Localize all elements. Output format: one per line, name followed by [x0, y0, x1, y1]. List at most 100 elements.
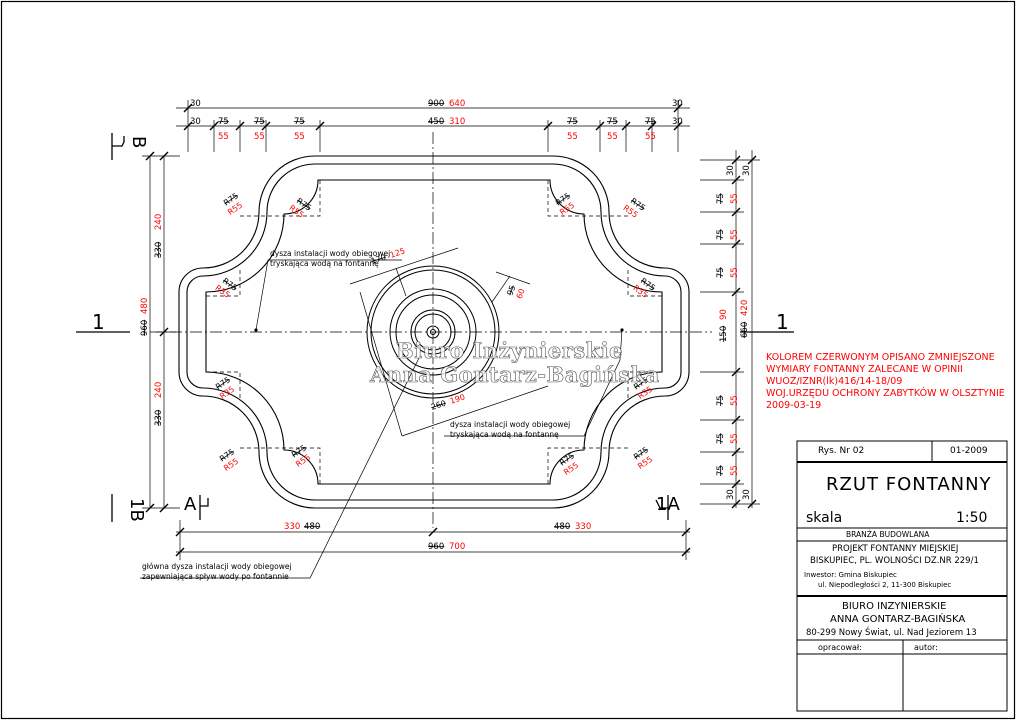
- dim-right-seg5-red: 55: [730, 433, 740, 444]
- top-dimensions: [176, 100, 690, 152]
- left-dimension-labels: 960 480 330 240 330 240: [140, 214, 164, 426]
- dim-bottom-left-red: 330: [284, 522, 300, 532]
- dim-top-overall-black: 900: [428, 99, 444, 109]
- dim-right-seg1-red: 55: [730, 193, 740, 204]
- section-1-left: 1: [92, 310, 105, 334]
- bottom-dimensions: [175, 520, 691, 560]
- section-b-top: B: [128, 136, 149, 148]
- dim-basin-d-red: 190: [449, 392, 466, 405]
- dim-top-seg2-red: 55: [254, 132, 265, 142]
- dim-right-mid-red: 90: [719, 309, 729, 320]
- office-line-2: ANNA GONTARZ-BAGIŃSKA: [830, 614, 966, 625]
- dim-bottom-right-black: 480: [554, 522, 570, 532]
- note-main-nozzle-1: główna dysza instalacji wody obiegowej: [142, 562, 292, 571]
- watermark-line-2: Anna Gontarz-Bagińska: [370, 362, 660, 388]
- fountain-outline: [178, 155, 690, 509]
- dim-left-lower-red: 240: [154, 382, 164, 398]
- drawing-title: RZUT FONTANNY: [826, 474, 992, 495]
- dim-top-end-right: 30: [672, 99, 683, 109]
- dim-top-mid-red: 310: [449, 117, 465, 127]
- dim-right-seg3-black: 75: [716, 267, 726, 278]
- section-1-right: 1: [776, 310, 789, 334]
- author-label: autor:: [914, 643, 938, 652]
- central-basin: [366, 265, 500, 399]
- dim-top-end-right-2: 30: [672, 117, 683, 127]
- section-a-right: 1A: [656, 494, 680, 515]
- dim-top-seg4-red: 55: [567, 132, 578, 142]
- drawing-date: 01-2009: [950, 446, 988, 456]
- project-line-2: BISKUPIEC, PL. WOLNOŚCI DZ.NR 229/1: [810, 556, 979, 566]
- dim-right-end-top-2: 30: [742, 165, 752, 176]
- dim-right-overall-black: 660: [740, 322, 750, 338]
- dim-left-lower-black: 330: [154, 410, 164, 426]
- dim-left-upper-black: 330: [154, 242, 164, 258]
- top-dimension-labels: 30 30 30 30 900 640 450 310 75 55 75 55 …: [190, 99, 683, 142]
- prepared-by-label: opracował:: [818, 643, 862, 652]
- watermark-line-1: Biuro Inżynierskie: [396, 338, 623, 364]
- note-nozzle-bottom-1: dysza instalacji wody obiegowej: [450, 420, 570, 429]
- red-note-line-5: 2009-03-19: [766, 400, 822, 411]
- note-main-nozzle-2: zapewniająca spływ wody po fontannie: [142, 572, 289, 581]
- red-note-line-3: WUOZ/IZNR(lk)416/14-18/09: [766, 376, 903, 387]
- basin-dimension-lines: [349, 247, 549, 437]
- scale-value: 1:50: [956, 510, 988, 526]
- project-line-1: PROJEKT FONTANNY MIEJSKIEJ: [832, 544, 959, 554]
- investor-line-2: ul. Niepodległości 2, 11-300 Biskupiec: [818, 581, 952, 589]
- right-dimension-labels: 30 30 30 30 660 420 150 90 75 55 75 55 7…: [716, 165, 752, 500]
- leader-notes: dysza instalacji wody obiegowej tryskają…: [142, 249, 570, 581]
- office-line-1: BIURO INZYNIERSKIE: [842, 601, 947, 612]
- dim-left-overall-black: 960: [140, 320, 150, 336]
- dim-right-seg6-red: 55: [730, 465, 740, 476]
- red-note-line-4: WOJ.URZĘDU OCHRONY ZABYTKÓW W OLSZTYNIE: [766, 388, 1005, 399]
- dim-top-mid-black: 450: [428, 117, 444, 127]
- construction-lines: [206, 180, 662, 484]
- dim-left-overall-red: 480: [140, 298, 150, 314]
- dim-top-seg2-black: 75: [254, 117, 265, 127]
- investor-line-1: Inwestor: Gmina Biskupiec: [804, 571, 897, 579]
- dim-top-seg3-red: 55: [294, 132, 305, 142]
- dim-basin-r2-red: 60: [515, 287, 527, 300]
- dim-right-seg2-red: 55: [730, 229, 740, 240]
- dim-right-seg5-black: 75: [716, 433, 726, 444]
- dim-basin-r1-red: 125: [389, 246, 406, 259]
- red-reduction-note: KOLOREM CZERWONYM OPISANO ZMNIEJSZONE WY…: [766, 352, 1005, 412]
- dim-right-seg4-red: 55: [730, 395, 740, 406]
- section-a-left: A: [184, 494, 197, 515]
- dim-top-seg5-red: 55: [607, 132, 618, 142]
- left-dimensions: [142, 151, 180, 513]
- dim-basin-r2-black: 95: [505, 284, 517, 297]
- dim-basin-d-black: 260: [430, 399, 447, 412]
- dim-left-upper-red: 240: [154, 214, 164, 230]
- note-nozzle-top-1: dysza instalacji wody obiegowej: [270, 249, 390, 258]
- dim-right-seg4-black: 75: [716, 395, 726, 406]
- drawing-number: Rys. Nr 02: [818, 446, 865, 456]
- dim-right-end-top: 30: [726, 165, 736, 176]
- dim-top-seg1-black: 75: [218, 117, 229, 127]
- dim-bottom-overall-red: 700: [449, 542, 465, 552]
- note-nozzle-bottom-2: tryskająca wodą na fontannę: [450, 430, 559, 439]
- dim-top-end-left-2: 30: [190, 117, 201, 127]
- red-note-line-1: KOLOREM CZERWONYM OPISANO ZMNIEJSZONE: [766, 352, 995, 363]
- red-note-line-2: WYMIARY FONTANNY ZALECANE W OPINII: [766, 364, 963, 375]
- dim-right-seg6-black: 75: [716, 465, 726, 476]
- dim-right-seg1-black: 75: [716, 193, 726, 204]
- section-marks: [76, 133, 794, 522]
- dim-top-seg6-red: 55: [645, 132, 656, 142]
- dim-top-seg3-black: 75: [294, 117, 305, 127]
- dim-right-end-bottom-2: 30: [742, 489, 752, 500]
- note-nozzle-top-2: tryskająca wodą na fontannę: [270, 259, 379, 268]
- dim-bottom-overall-black: 960: [428, 542, 444, 552]
- bottom-dimension-labels: 330 480 480 330 960 700: [284, 522, 591, 552]
- branch-label: BRANŻA BUDOWLANA: [846, 530, 930, 539]
- title-block: [796, 440, 1008, 712]
- section-labels: 1 1 B 1B A 1A: [92, 136, 789, 522]
- right-dimensions: [700, 150, 760, 509]
- dim-top-end-left: 30: [190, 99, 201, 109]
- scale-label: skala: [806, 510, 843, 526]
- dim-top-seg1-red: 55: [218, 132, 229, 142]
- office-line-3: 80-299 Nowy Świat, ul. Nad Jeziorem 13: [806, 628, 977, 638]
- dim-right-overall-red: 420: [740, 300, 750, 316]
